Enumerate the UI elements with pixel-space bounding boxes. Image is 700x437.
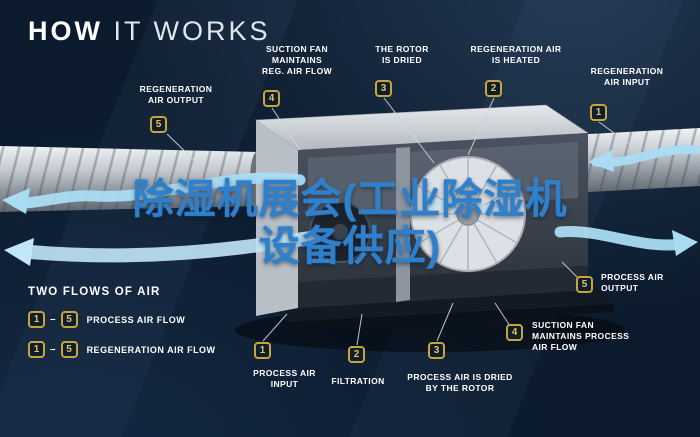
- fan-housing: [309, 201, 371, 263]
- step-badge-reg-1: 1: [590, 104, 607, 121]
- step-badge-reg-5: 5: [150, 116, 167, 133]
- legend-label-regeneration: REGENERATION AIR FLOW: [86, 344, 216, 355]
- legend-badge-from: 1: [28, 311, 45, 328]
- label-suction-fan-process: SUCTION FAN MAINTAINS PROCESS AIR FLOW: [532, 320, 630, 353]
- title-bold: HOW: [28, 16, 103, 46]
- title-light: IT WORKS: [113, 16, 271, 46]
- legend-badge-from: 1: [28, 341, 45, 358]
- step-badge-reg-2: 2: [485, 80, 502, 97]
- legend-dash: –: [50, 344, 56, 355]
- step-badge-proc-4: 4: [506, 324, 523, 341]
- step-badge-proc-5: 5: [576, 276, 593, 293]
- label-regeneration-heated: REGENERATION AIR IS HEATED: [470, 44, 562, 66]
- label-regeneration-air-output: REGENERATION AIR OUTPUT: [139, 84, 213, 106]
- label-regeneration-air-input: REGENERATION AIR INPUT: [590, 66, 664, 88]
- label-process-dried-by-rotor: PROCESS AIR IS DRIED BY THE ROTOR: [407, 372, 513, 394]
- label-process-air-input: PROCESS AIR INPUT: [253, 368, 316, 390]
- legend-heading: TWO FLOWS OF AIR: [28, 286, 161, 298]
- step-badge-reg-3: 3: [375, 80, 392, 97]
- step-badge-proc-2: 2: [348, 346, 365, 363]
- label-process-air-output: PROCESS AIR OUTPUT: [601, 272, 664, 294]
- page-title: HOW IT WORKS: [28, 16, 271, 47]
- legend-dash: –: [50, 314, 56, 325]
- legend-badge-to: 5: [60, 311, 78, 328]
- airflow-ribbons: [2, 144, 700, 266]
- step-badge-proc-3: 3: [428, 342, 445, 359]
- step-badge-reg-4: 4: [263, 90, 280, 107]
- rotor-wheel: [410, 156, 526, 272]
- label-suction-fan-reg: SUCTION FAN MAINTAINS REG. AIR FLOW: [261, 44, 333, 77]
- legend-two-flows: TWO FLOWS OF AIR 1 – 5 PROCESS AIR FLOW …: [28, 286, 216, 358]
- step-badge-proc-1: 1: [254, 342, 271, 359]
- label-filtration: FILTRATION: [331, 376, 385, 386]
- legend-row-process: 1 – 5 PROCESS AIR FLOW: [28, 311, 216, 328]
- legend-badge-to: 5: [60, 341, 78, 358]
- label-rotor-dried: THE ROTOR IS DRIED: [375, 44, 429, 66]
- legend-label-process: PROCESS AIR FLOW: [86, 314, 186, 325]
- watermark-text: 除湿机展会(工业除湿机 设备供应): [132, 176, 568, 269]
- legend-row-regeneration: 1 – 5 REGENERATION AIR FLOW: [28, 341, 216, 358]
